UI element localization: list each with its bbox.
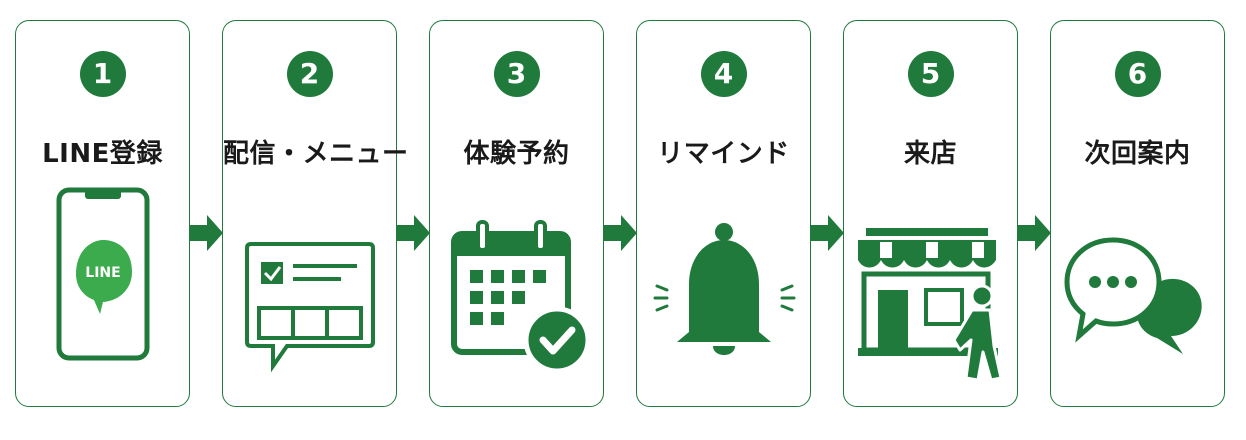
arrow-right-icon	[1018, 215, 1051, 251]
step-number-badge: 4	[700, 51, 747, 97]
step-card-next-guide: 6 次回案内	[1050, 20, 1225, 407]
step-card-reminder: 4 リマインド	[636, 20, 811, 407]
step-number-badge: 5	[907, 51, 954, 97]
step-card-trial-booking: 3 体験予約	[429, 20, 604, 407]
arrow-right-icon	[811, 215, 844, 251]
step-title: 体験予約	[463, 139, 570, 169]
step-card-line-register: 1 LINE登録 LINE	[15, 20, 190, 407]
chat-bubbles-icon	[1064, 237, 1202, 354]
step-number-badge: 6	[1114, 51, 1161, 97]
menu-chat-icon	[245, 242, 375, 373]
step-number-badge: 2	[286, 51, 333, 97]
line-logo-text: LINE	[85, 265, 120, 281]
step-card-visit: 5 来店	[843, 20, 1018, 407]
step-title: リマインド	[657, 139, 790, 169]
bell-icon	[653, 223, 796, 355]
step-number-badge: 1	[79, 51, 126, 97]
arrow-right-icon	[397, 215, 430, 251]
step-card-delivery-menu: 2 配信・メニュー	[222, 20, 409, 407]
arrow-right-icon	[190, 215, 223, 251]
calendar-check-icon	[451, 220, 591, 374]
arrow-right-icon	[604, 215, 637, 251]
smartphone-line-icon: LINE	[56, 187, 150, 361]
step-title: 配信・メニュー	[223, 139, 409, 169]
step-title: LINE登録	[42, 139, 163, 169]
store-visit-icon	[858, 228, 1003, 382]
step-number-badge: 3	[493, 51, 540, 97]
step-title: 次回案内	[1084, 139, 1191, 169]
step-title: 来店	[903, 139, 957, 169]
